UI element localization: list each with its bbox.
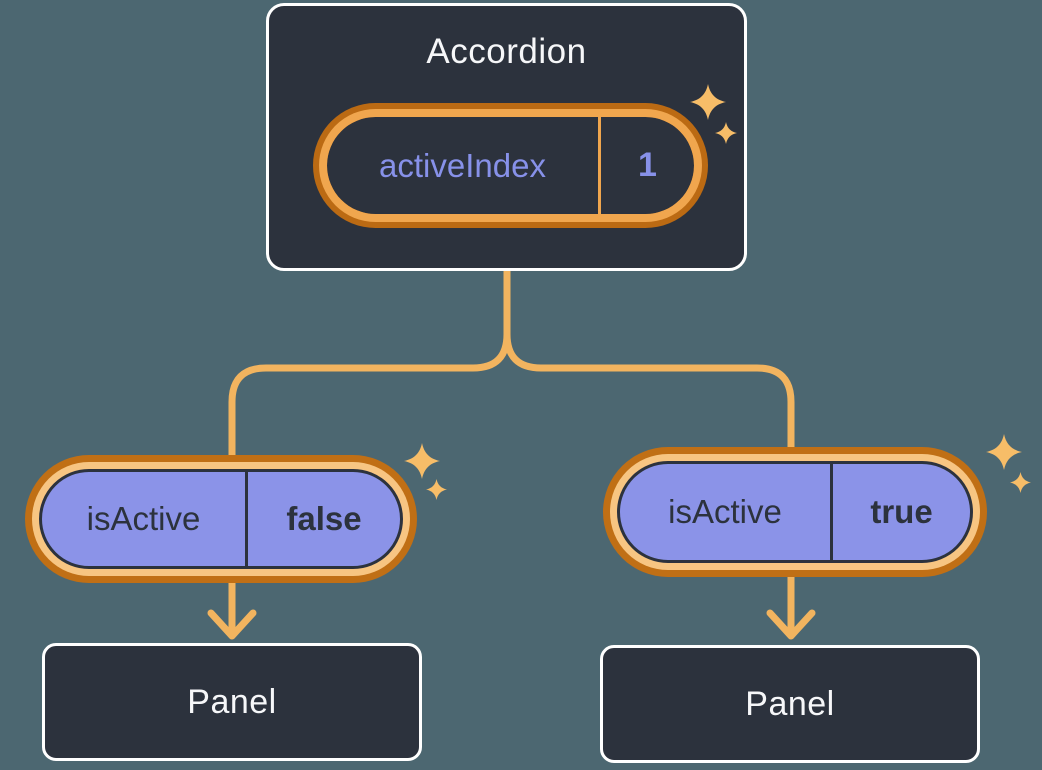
panel-label: Panel [187, 682, 277, 721]
prop-pill-divider [245, 472, 248, 566]
state-value-label: 1 [638, 146, 657, 184]
sparkle-icon [986, 434, 1022, 470]
prop-name-label: isActive [86, 500, 201, 537]
prop-value-label: true [870, 493, 933, 530]
sparkle-icon [404, 443, 440, 479]
prop-pill-divider [830, 464, 833, 560]
state-name-label: activeIndex [379, 146, 546, 184]
sparkle-icon [715, 122, 737, 144]
sparkle-icon [690, 84, 726, 120]
panel-right: Panel [600, 645, 980, 763]
connector-branch-right [503, 271, 795, 632]
state-pill-divider [598, 117, 601, 214]
prop-pill-left: isActive false [39, 469, 403, 569]
arrowhead-left-icon [207, 609, 257, 640]
accordion-title: Accordion [426, 32, 587, 71]
prop-pill-right: isActive true [617, 461, 973, 563]
connector-branch-left [228, 271, 511, 632]
state-pill: activeIndex 1 [327, 117, 694, 214]
arrowhead-right-icon [766, 609, 816, 640]
prop-value-label: false [286, 500, 362, 537]
sparkle-icon [1010, 472, 1031, 493]
accordion-card: Accordion activeIndex 1 [266, 3, 747, 271]
sparkle-icon [426, 479, 447, 500]
panel-label: Panel [745, 684, 835, 723]
panel-left: Panel [42, 643, 422, 761]
prop-name-label: isActive [668, 493, 782, 530]
